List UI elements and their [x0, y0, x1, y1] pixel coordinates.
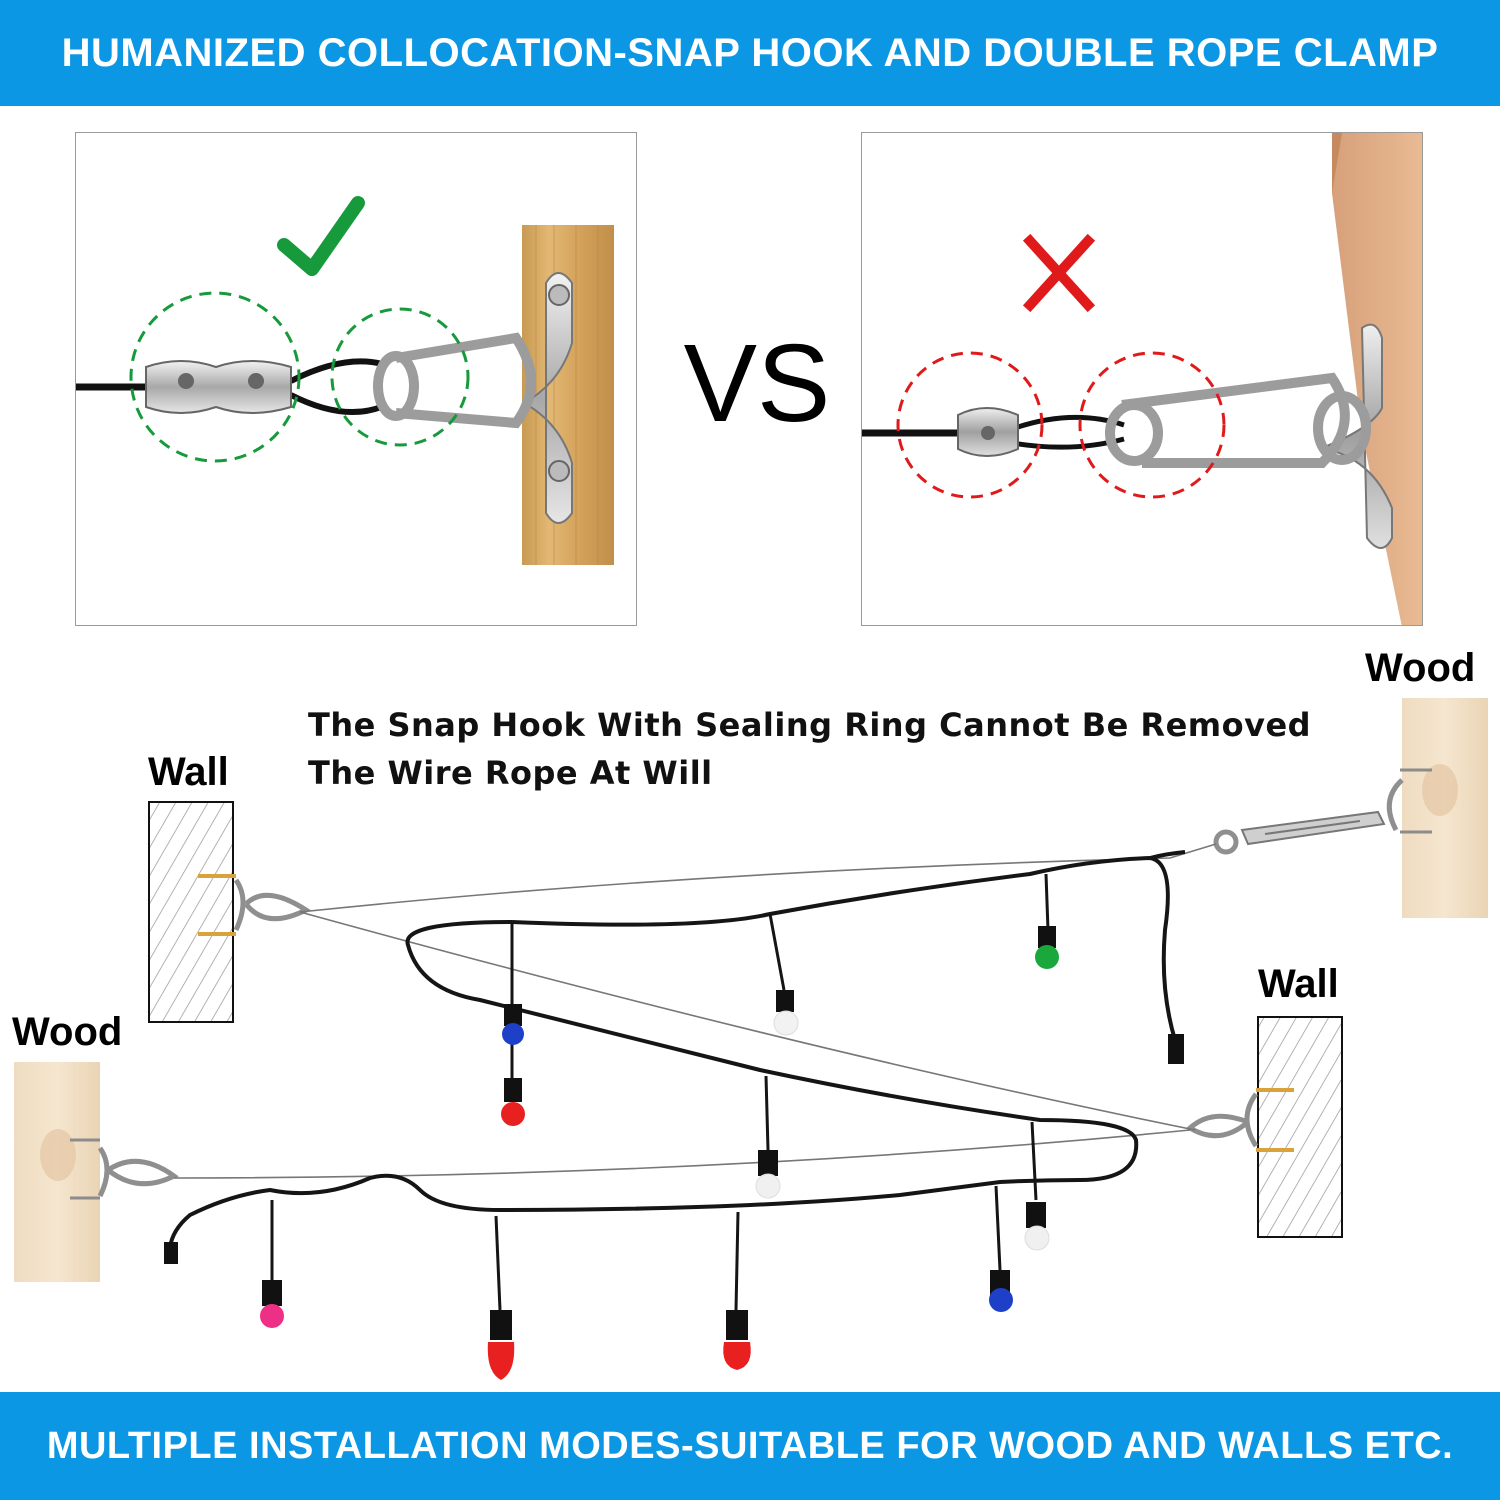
wood-label-bottom-left: Wood: [12, 1010, 123, 1054]
check-mark-icon: [277, 196, 365, 276]
hook-highlight-circle: [1078, 351, 1226, 499]
snap-hook: [1105, 372, 1371, 468]
power-plug: [1168, 1034, 1184, 1064]
cross-mark-icon: [1022, 233, 1096, 313]
eye-plate: [521, 272, 573, 524]
bulbs: [260, 926, 1059, 1380]
bulb-white-2: [755, 1150, 781, 1199]
incorrect-installation-illustration: [862, 133, 1422, 625]
top-banner: HUMANIZED COLLOCATION-SNAP HOOK AND DOUB…: [0, 0, 1500, 106]
incorrect-installation-panel: [861, 132, 1423, 626]
snap-hook: [373, 332, 536, 429]
string-lights-illustration: [14, 698, 1488, 1380]
correct-installation-panel: [75, 132, 637, 626]
bottom-banner: MULTIPLE INSTALLATION MODES-SUITABLE FOR…: [0, 1392, 1500, 1500]
top-banner-title: HUMANIZED COLLOCATION-SNAP HOOK AND DOUB…: [61, 30, 1439, 75]
clamp-highlight-circle: [896, 351, 1044, 499]
hook-highlight-circle: [330, 307, 470, 447]
turnbuckle: [1213, 810, 1386, 855]
correct-installation-illustration: [76, 196, 614, 565]
note-line-2: The Wire Rope At Will: [308, 754, 713, 792]
connector-end: [164, 1242, 178, 1264]
bulb-white-1: [773, 990, 799, 1036]
bulb-red-3: [723, 1310, 751, 1370]
wall-label-bottom-right: Wall: [1258, 962, 1339, 1006]
bulb-pink: [260, 1280, 284, 1328]
clamp-highlight-circle: [129, 291, 301, 463]
wall-top-left: [148, 801, 234, 1023]
installation-scene: Wood Wall Wood Wall The Snap Hook With S…: [0, 630, 1500, 1390]
vs-label: VS: [683, 322, 831, 445]
wall-label-top-left: Wall: [148, 750, 229, 794]
rope-clamp: [957, 407, 1019, 457]
wood-label-top-right: Wood: [1365, 646, 1476, 690]
wall-bottom-right: [1257, 1016, 1343, 1238]
note-line-1: The Snap Hook With Sealing Ring Cannot B…: [308, 706, 1312, 744]
double-rope-clamp: [145, 360, 292, 414]
bulb-blue-1: [502, 1004, 524, 1045]
bulb-blue-2: [989, 1270, 1013, 1312]
bulb-red-1: [501, 1078, 525, 1126]
bulb-white-3: [1024, 1202, 1050, 1251]
bulb-red-2: [487, 1310, 515, 1380]
bulb-green: [1035, 926, 1059, 969]
bottom-banner-title: MULTIPLE INSTALLATION MODES-SUITABLE FOR…: [46, 1424, 1454, 1467]
